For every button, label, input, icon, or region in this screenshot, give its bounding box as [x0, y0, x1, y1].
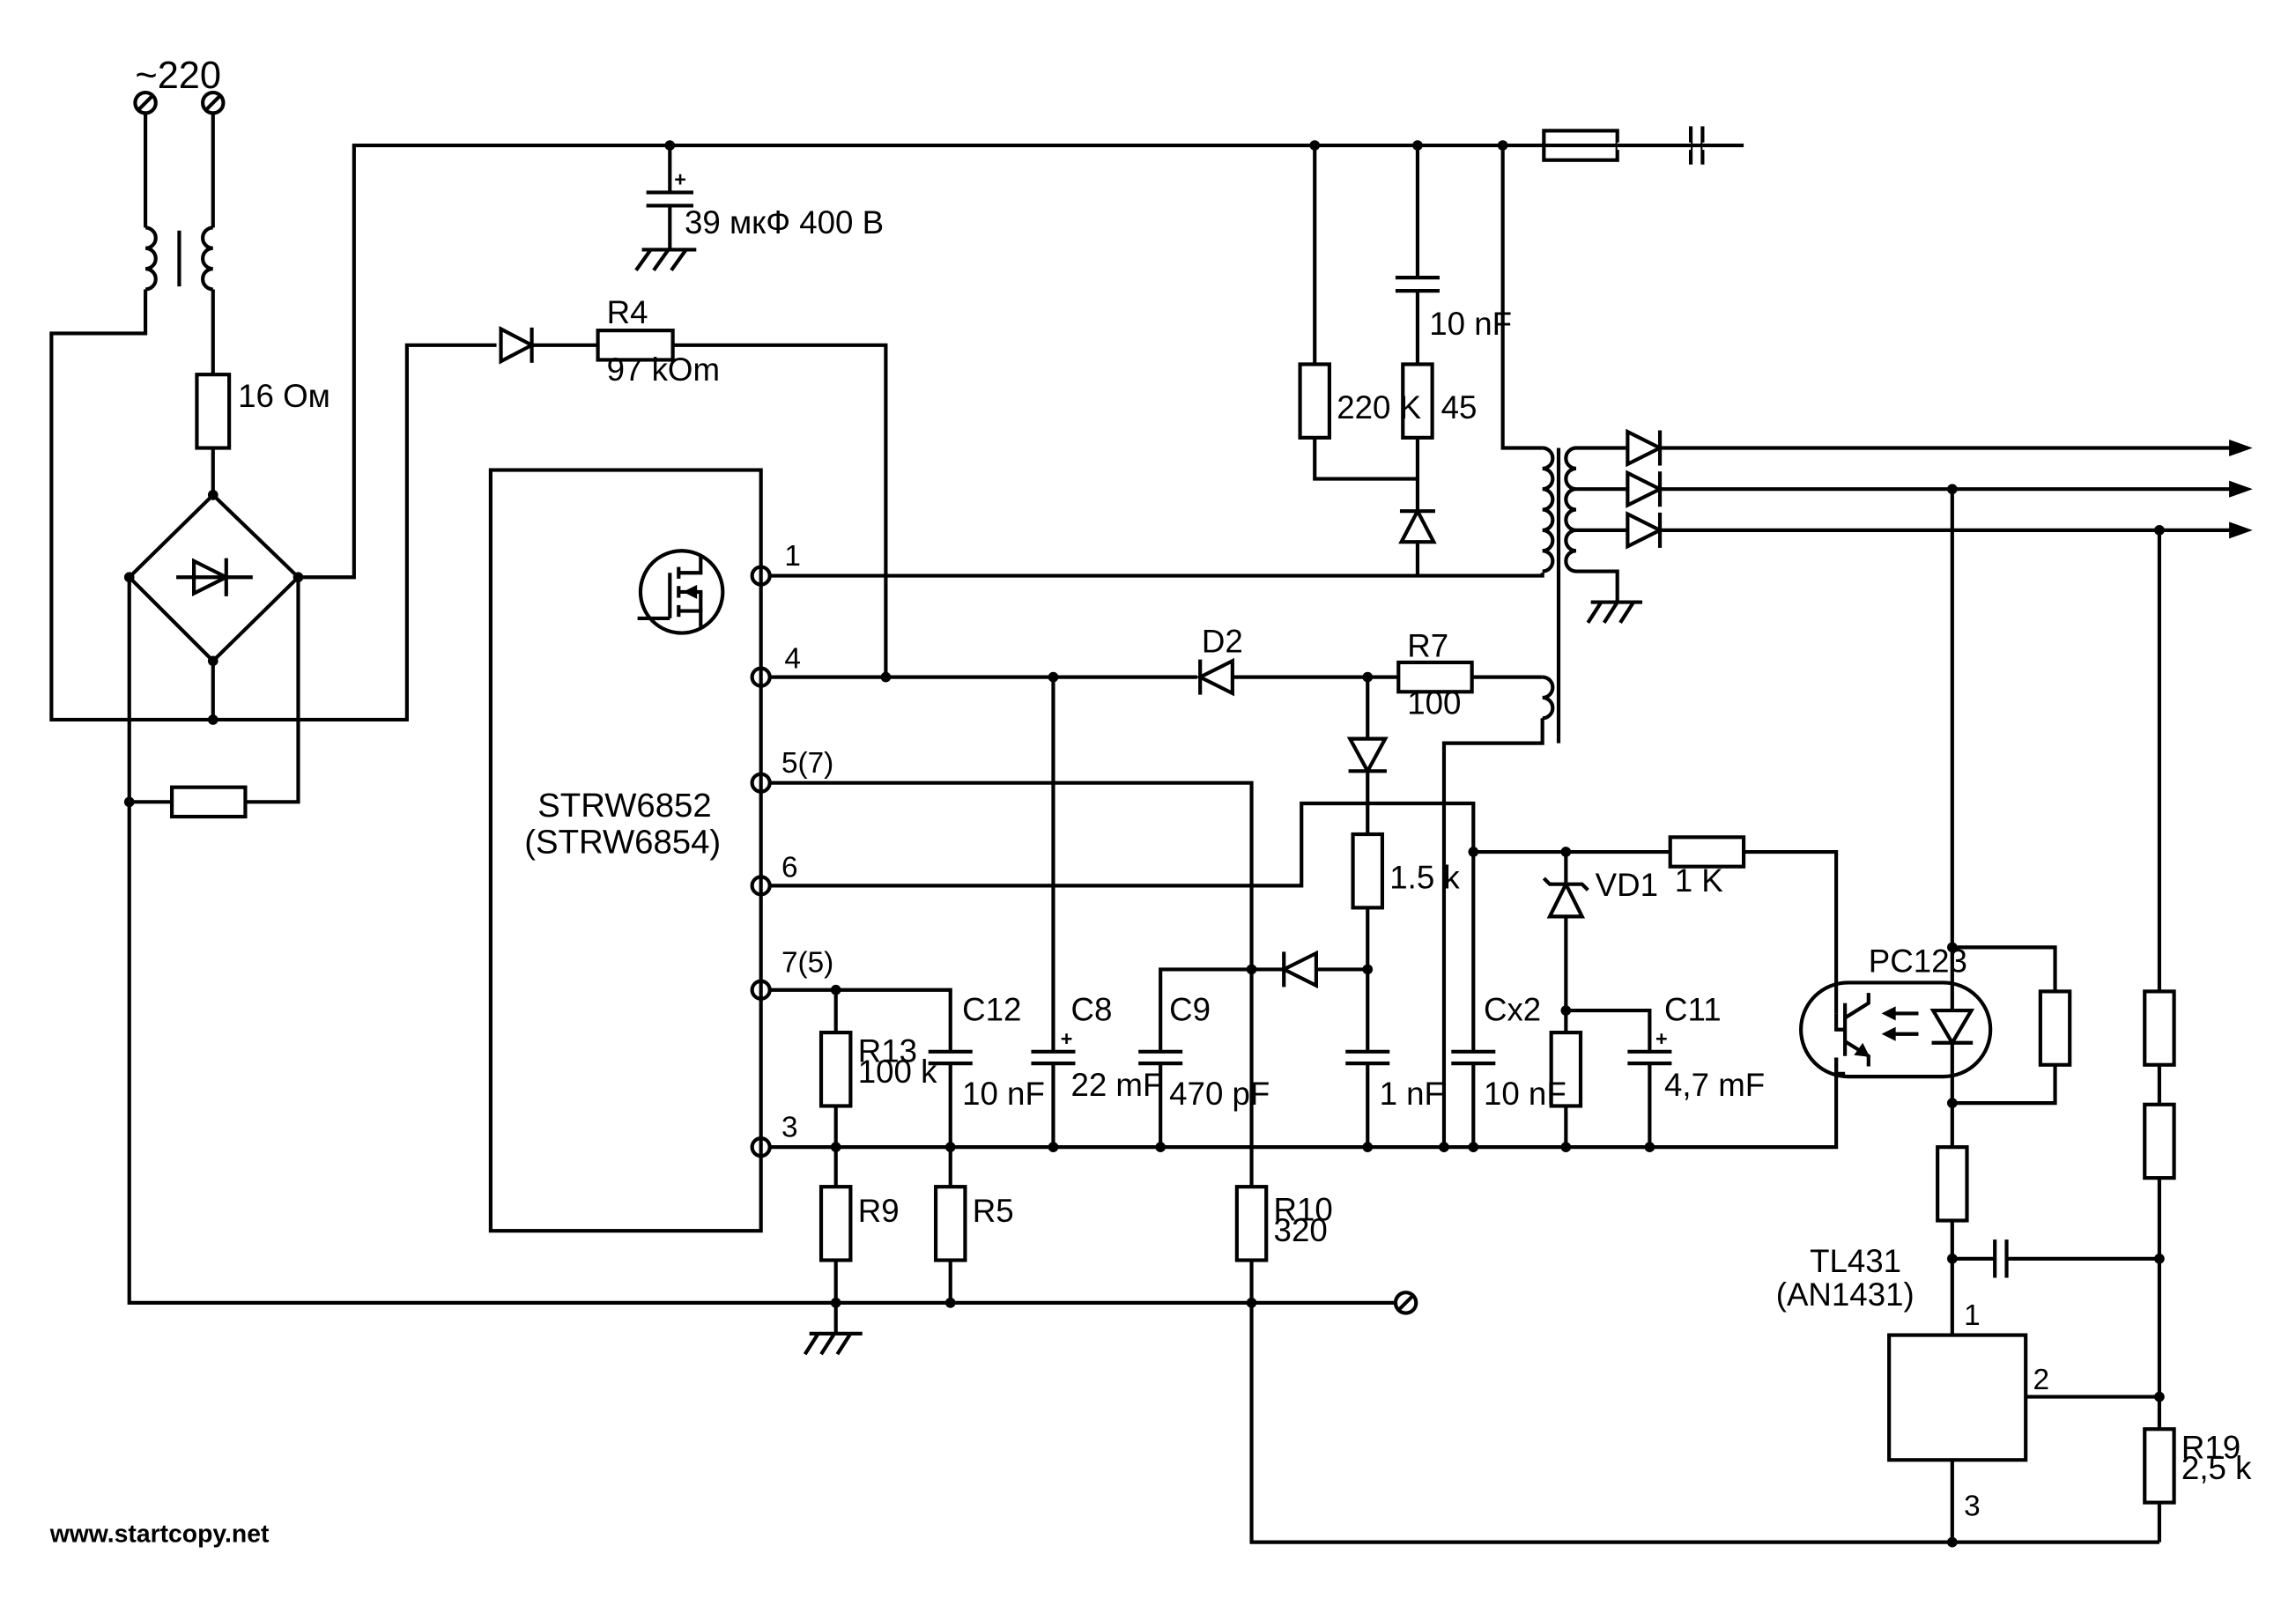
svg-text:320: 320 [1274, 1212, 1328, 1248]
svg-text:C11: C11 [1664, 992, 1722, 1028]
tl431-alt-label: (AN1431) [1776, 1276, 1915, 1313]
main-filter-capacitor: + 39 мкФ 400 В [634, 140, 884, 271]
svg-text:R19: R19 [2181, 1430, 2240, 1466]
output-rc-filter [1542, 126, 1747, 165]
svg-text:10 nF: 10 nF [1429, 306, 1512, 342]
resistor-r5 [933, 1185, 967, 1262]
tl431-regulator: TL431 (AN1431) 1 2 3 [1776, 1243, 2159, 1548]
svg-text:5(7): 5(7) [781, 747, 833, 780]
svg-text:1 nF: 1 nF [1380, 1076, 1444, 1112]
svg-text:C12: C12 [962, 992, 1021, 1028]
svg-text:45: 45 [1441, 389, 1478, 425]
svg-text:1: 1 [1964, 1299, 1981, 1332]
resistor-16-ohm [195, 373, 232, 450]
svg-text:470 pF: 470 pF [1169, 1076, 1270, 1112]
svg-text:C9: C9 [1169, 992, 1211, 1028]
svg-text:2: 2 [2033, 1364, 2050, 1396]
bridge-rectifier [123, 143, 1744, 1305]
svg-text:10 nF: 10 nF [962, 1076, 1045, 1112]
svg-text:2,5 k: 2,5 k [2181, 1450, 2252, 1486]
svg-text:R10: R10 [1274, 1192, 1333, 1228]
resistor-220k [1298, 362, 1331, 440]
svg-text:1: 1 [784, 540, 801, 573]
svg-text:VD1: VD1 [1596, 867, 1658, 903]
svg-text:1 K: 1 K [1675, 862, 1724, 899]
svg-text:+: + [1061, 1027, 1073, 1050]
resistor-r19 [2143, 1427, 2176, 1505]
svg-text:R9: R9 [858, 1193, 900, 1229]
mains-label: ~220 [135, 55, 221, 97]
pin57-branch: R10 320 [769, 781, 2159, 1544]
svg-text:220 K: 220 K [1337, 389, 1421, 425]
svg-text:97 kOm: 97 kOm [607, 351, 720, 388]
watermark: www.startcopy.net [49, 1520, 270, 1549]
svg-text:100 k: 100 k [858, 1054, 937, 1090]
vcc-rail: D2 R7 100 + C8 22 mF 1.5 k 1 nF [769, 623, 1543, 1148]
voltage-divider: R19 2,5 k [2143, 525, 2252, 1543]
ic-strw6852: STRW6852 (STRW6854) 1 4 5(7) 6 7(5) 3 [488, 468, 833, 1233]
svg-text:22 mF: 22 mF [1070, 1067, 1162, 1103]
svg-text:+: + [1655, 1027, 1668, 1050]
svg-text:4,7 mF: 4,7 mF [1664, 1067, 1765, 1103]
resistor-r13 [818, 1031, 853, 1108]
svg-text:R4: R4 [607, 294, 648, 330]
svg-text:+: + [674, 168, 686, 191]
transformer [1441, 140, 1643, 1148]
pin6-branch: Cx2 10 nF [769, 801, 1566, 1148]
svg-text:6: 6 [781, 851, 798, 884]
svg-text:Cx2: Cx2 [1484, 992, 1541, 1028]
ground-terminal [1393, 1291, 1418, 1315]
tl431-label: TL431 [1810, 1243, 1901, 1279]
resistor-16-ohm-label: 16 Ом [238, 378, 330, 414]
startup-branch: R4 97 kOm [499, 294, 888, 677]
pin3-ground-rail: R9 R5 [769, 1057, 1839, 1356]
svg-text:3: 3 [1964, 1491, 1981, 1523]
bridge-bypass-resistor [170, 785, 248, 819]
svg-text:7(5): 7(5) [781, 947, 833, 980]
ic-alt-name: (STRW6854) [524, 824, 721, 862]
ic-name: STRW6852 [537, 787, 711, 825]
resistor-1-5k [1351, 832, 1385, 910]
main-cap-label: 39 мкФ 400 В [685, 204, 884, 240]
mains-input: ~220 16 Ом [49, 55, 497, 722]
svg-text:100: 100 [1407, 684, 1461, 721]
vd1-c11-branch: 1 K VD1 + C11 4,7 mF [1473, 835, 1839, 1148]
pin75-branch: R13 100 k C12 10 nF [769, 984, 1045, 1187]
svg-text:R5: R5 [973, 1193, 1014, 1229]
resistor-r9 [818, 1185, 853, 1262]
output-rails [1576, 428, 2253, 550]
snubber-network: 220 K 10 nF 45 [1298, 140, 1512, 576]
svg-text:4: 4 [784, 643, 801, 676]
svg-text:3: 3 [781, 1111, 798, 1143]
optocoupler-pc123: PC123 [1799, 484, 2159, 1335]
svg-text:C8: C8 [1070, 992, 1112, 1028]
svg-text:R7: R7 [1407, 627, 1448, 663]
svg-text:1.5 k: 1.5 k [1389, 860, 1460, 896]
resistor-r10 [1234, 1185, 1269, 1262]
svg-text:R13: R13 [858, 1032, 917, 1069]
svg-text:D2: D2 [1202, 623, 1243, 659]
